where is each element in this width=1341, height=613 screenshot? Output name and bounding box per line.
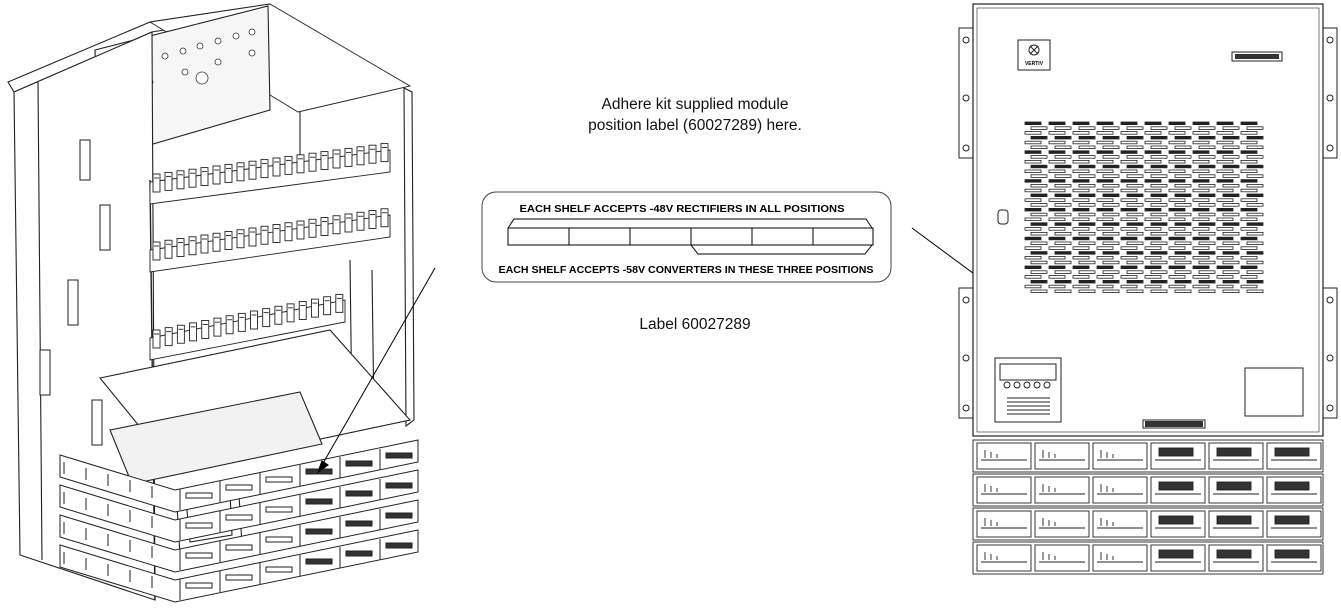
callout-line-2: position label (60027289) here. <box>588 117 802 134</box>
isometric-cabinet-drawing <box>7 3 436 603</box>
vertiv-logo-text: VERTIV <box>1025 61 1044 67</box>
label-caption: Label 60027289 <box>639 316 751 333</box>
position-cells <box>507 227 874 246</box>
label-top-text: EACH SHELF ACCEPTS -48V RECTIFIERS IN AL… <box>520 203 845 215</box>
front-view-drawing: VERTIV <box>958 3 1338 575</box>
callout-line-1: Adhere kit supplied module <box>601 96 789 113</box>
label-bottom-text: EACH SHELF ACCEPTS -58V CONVERTERS IN TH… <box>499 264 874 276</box>
module-position-label: EACH SHELF ACCEPTS -48V RECTIFIERS IN AL… <box>481 191 892 283</box>
